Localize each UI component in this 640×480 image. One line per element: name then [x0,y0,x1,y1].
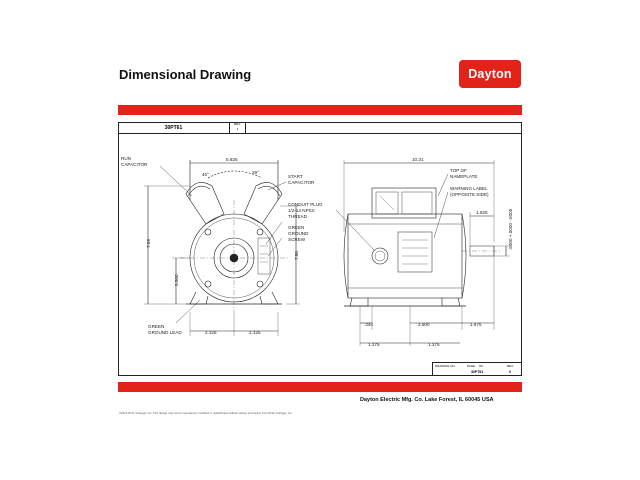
dim-786: 7.86 [294,251,299,260]
dim-2500: 2.500 [418,322,430,327]
conduit-plug-label-3: THREAD [288,214,308,219]
start-capacitor-label-2: CAPACITOR [288,180,315,185]
warning-label-label: WARNING LABEL [450,186,488,191]
dim-shaft: .5000 +.0000 -.0005 [508,208,513,250]
drawing-frame [118,122,522,376]
dim-40deg: 40° [202,172,209,177]
copyright-notice: ©2016 W.W. Grainger, Inc. This design ma… [119,411,293,415]
title-block-strip [118,122,522,134]
dim-1375a: 1.375 [368,342,380,347]
page-title: Dimensional Drawing [119,67,252,82]
model-number: 30PT61 [118,122,230,134]
page-label: PAGE [467,364,476,368]
of-label: OF [479,364,484,368]
dim-2125b: 2.125 [249,330,261,335]
dim-1031: 10.31 [412,157,424,162]
top-of-nameplate-label: TOP OF [450,168,467,173]
rev-value-bottom: 0 [509,370,511,374]
run-capacitor-label-2: CAPACITOR [121,162,148,167]
drawing-info-block: DRAWING NO. PAGE OF 30PT61 REV. 0 [432,362,522,376]
rev-label-bottom: REV. [507,364,514,368]
rev-label: REV. [234,122,241,126]
green-ground-screw-label-2: GROUND [288,231,309,236]
drawing-no-label: DRAWING NO. [435,364,456,368]
rev-value: 2 [236,127,239,131]
dim-1375b: 1.375 [428,342,440,347]
start-capacitor-label: START [288,174,303,179]
dim-5625: 5.625 [226,157,238,162]
green-ground-screw-label-3: SCREW [288,237,306,242]
dim-1625: 1.625 [476,210,488,215]
dim-344: .344 [364,322,373,327]
top-of-nameplate-label-2: NAMEPLATE [450,174,477,179]
drawing-no-value: 30PT61 [471,370,484,374]
bottom-red-bar [118,382,522,392]
rev-cell: REV. 2 [230,122,246,134]
warning-label-label-2: (OPPOSITE SIDE) [450,192,489,197]
dim-1675: 1.675 [470,322,482,327]
dim-2125a: 2.125 [205,330,217,335]
green-ground-lead-label: GREEN [148,324,164,329]
dim-709: 7.09 [146,239,151,248]
dim-3500: 3.500 [174,274,179,286]
conduit-plug-label-2: 1/2-14 NPSC [288,208,316,213]
conduit-plug-label: CONDUIT PLUG [288,202,323,207]
dayton-logo: Dayton [459,60,521,88]
green-ground-lead-label-2: GROUND LEAD [148,330,182,335]
company-address: Dayton Electric Mfg. Co. Lake Forest, IL… [360,397,494,403]
logo-text: Dayton [468,67,512,81]
green-ground-screw-label: GREEN [288,225,304,230]
run-capacitor-label: RUN [121,156,131,161]
top-red-bar [118,105,522,115]
dim-29deg: 29° [252,170,259,175]
